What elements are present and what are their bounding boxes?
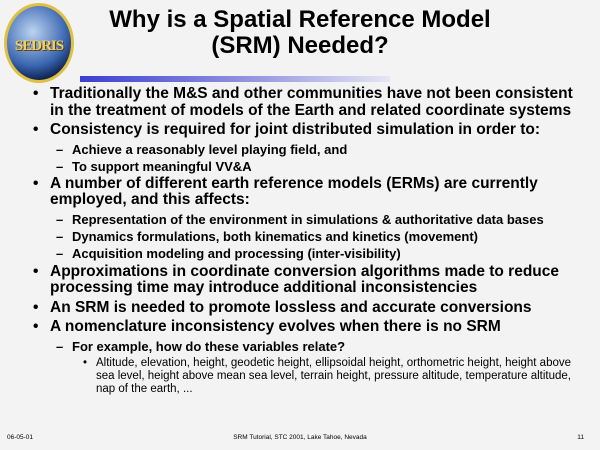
- bullet: A number of different earth reference mo…: [30, 175, 590, 209]
- sub-sub-bullet: Altitude, elevation, height, geodetic he…: [30, 357, 576, 396]
- bullet: Traditionally the M&S and other communit…: [30, 85, 590, 119]
- slide-title: Why is a Spatial Reference Model (SRM) N…: [109, 6, 491, 59]
- page-number: 11: [577, 434, 584, 441]
- sub-bullet: To support meaningful VV&A: [30, 159, 562, 174]
- bullet: A nomenclature inconsistency evolves whe…: [30, 318, 590, 336]
- sub-bullet: Acquisition modeling and processing (int…: [30, 246, 562, 261]
- sedris-logo: SEDRIS: [4, 3, 74, 83]
- bullet: Consistency is required for joint distri…: [30, 121, 590, 139]
- footer-date: 06-05-01: [7, 434, 34, 441]
- sub-bullet: Representation of the environment in sim…: [30, 212, 562, 227]
- sub-bullet: For example, how do these variables rela…: [30, 339, 562, 354]
- sub-bullet: Achieve a reasonably level playing field…: [30, 142, 562, 157]
- footer-center: SRM Tutorial, STC 2001, Lake Tahoe, Neva…: [233, 434, 367, 441]
- bullet: Approximations in coordinate conversion …: [30, 263, 590, 297]
- sub-bullet: Dynamics formulations, both kinematics a…: [30, 229, 562, 244]
- slide-content: Traditionally the M&S and other communit…: [30, 85, 590, 396]
- title-underline-bar: [80, 76, 390, 82]
- bullet: An SRM is needed to promote lossless and…: [30, 299, 590, 317]
- logo-text: SEDRIS: [14, 38, 64, 54]
